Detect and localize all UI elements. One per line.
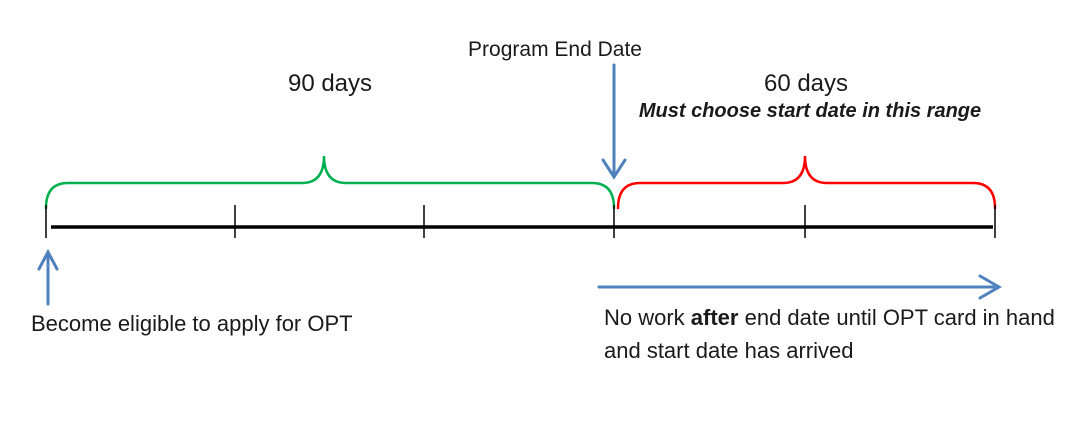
green-brace-90-days (44, 155, 616, 210)
timeline-ticks (45, 205, 996, 238)
no-work-label-suffix: end date until OPT card in hand and star… (604, 305, 1055, 363)
become-eligible-label: Become eligible to apply for OPT (31, 311, 353, 336)
program-end-arrow-down-icon (601, 63, 627, 180)
no-work-label: No work after end date until OPT card in… (604, 301, 1056, 367)
no-work-arrow-right-icon (597, 274, 1002, 300)
eligible-arrow-up-icon (37, 248, 59, 306)
duration-label-90-days: 90 days (287, 70, 373, 97)
red-brace-60-days (616, 155, 997, 210)
no-work-label-bold-after: after (690, 305, 739, 330)
duration-label-60-days: 60 days (763, 70, 849, 97)
start-date-range-note: Must choose start date in this range (638, 100, 982, 122)
no-work-label-prefix: No work (604, 305, 691, 330)
program-end-date-label: Program End Date (468, 38, 642, 61)
